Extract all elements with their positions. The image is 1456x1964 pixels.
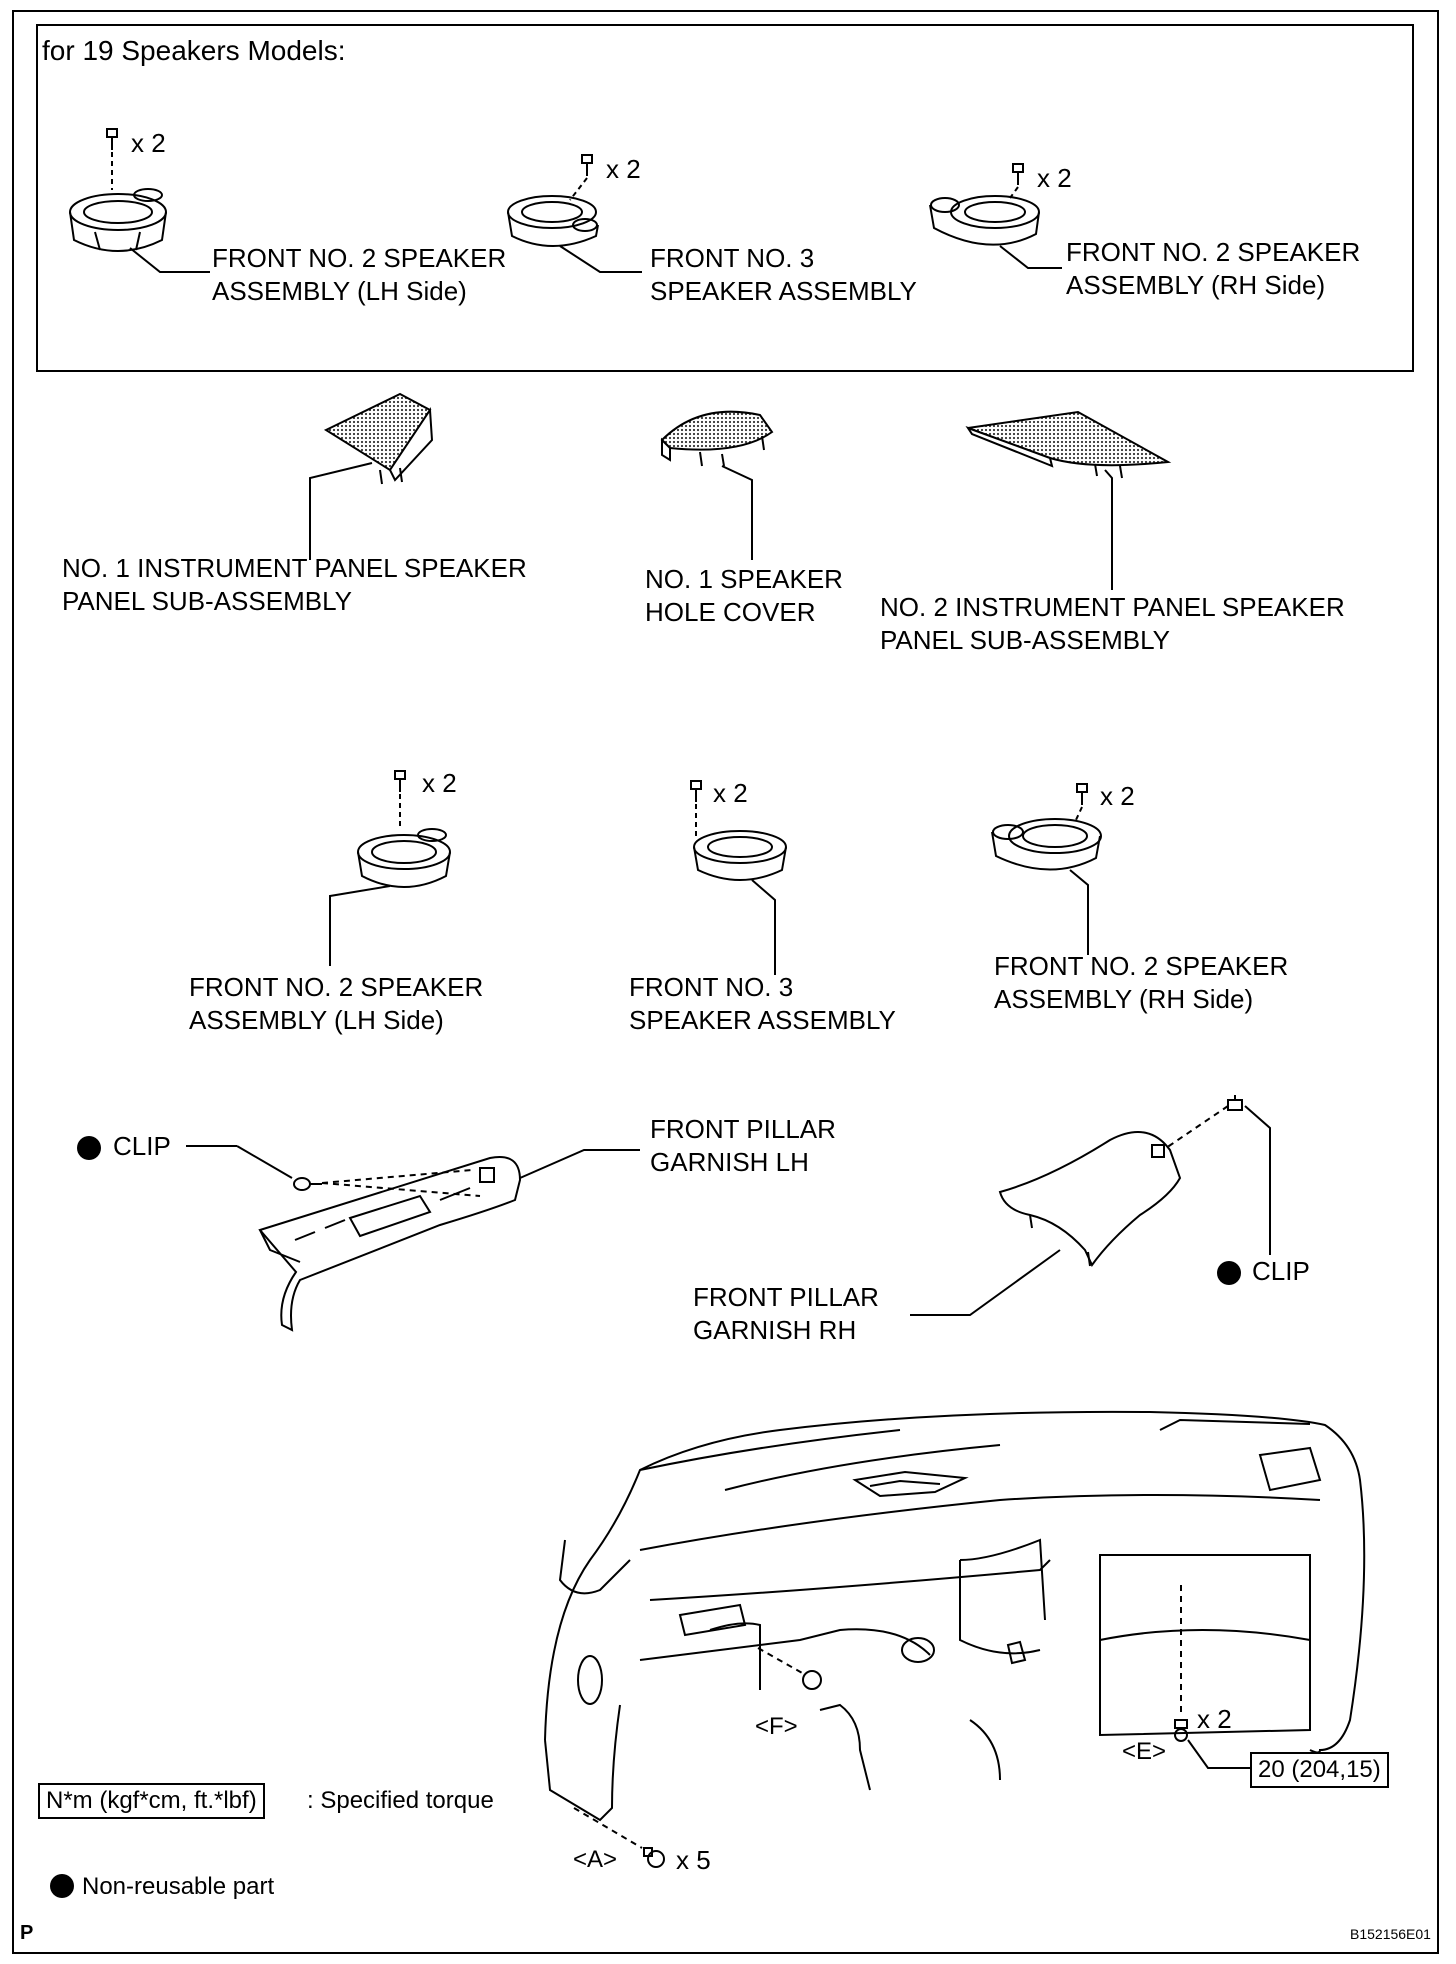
nut-f xyxy=(802,1670,822,1690)
qty-lh-top: x 2 xyxy=(131,128,166,158)
clip-icon xyxy=(293,1177,322,1191)
pillar-lh-drawing xyxy=(186,1145,640,1332)
no2-panel-drawing xyxy=(965,410,1172,590)
nonreusable-dot-clip-rh xyxy=(1217,1261,1241,1285)
label-pillar-rh: FRONT PILLAR GARNISH RH xyxy=(693,1282,879,1345)
hole-cover-drawing xyxy=(660,410,774,560)
speaker-rh-top-drawing xyxy=(929,163,1062,269)
torque-value-box: 20 (204,15) xyxy=(1250,1752,1389,1788)
bolt-icon xyxy=(581,154,593,176)
legend-torque-box: N*m (kgf*cm, ft.*lbf) xyxy=(38,1783,265,1819)
label-clip-lh: CLIP xyxy=(113,1131,171,1161)
no1-panel-drawing xyxy=(309,392,434,560)
bolt-icon xyxy=(106,128,118,150)
label-no2-panel: NO. 2 INSTRUMENT PANEL SPEAKER PANEL SUB… xyxy=(880,592,1345,655)
speaker-lh-top-drawing xyxy=(69,128,210,273)
speaker-center-drawing xyxy=(690,780,787,975)
speaker-rh-drawing xyxy=(991,783,1102,955)
tag-f: <F> xyxy=(755,1713,798,1740)
nonreusable-dot-icon xyxy=(50,1874,74,1898)
bolt-icon xyxy=(1012,163,1024,185)
label-rh-speaker: FRONT NO. 2 SPEAKER ASSEMBLY (RH Side) xyxy=(994,951,1289,1014)
figure-id: B152156E01 xyxy=(1350,1926,1431,1942)
qty-center: x 2 xyxy=(713,778,748,808)
page-mark: P xyxy=(20,1922,34,1944)
label-center-speaker: FRONT NO. 3 SPEAKER ASSEMBLY xyxy=(629,972,896,1035)
label-rh-speaker-top: FRONT NO. 2 SPEAKER ASSEMBLY (RH Side) xyxy=(1066,237,1361,300)
tag-a: <A> xyxy=(573,1846,618,1873)
label-lh-speaker: FRONT NO. 2 SPEAKER ASSEMBLY (LH Side) xyxy=(189,972,484,1035)
clip-icon xyxy=(1227,1095,1243,1111)
instrument-panel-drawing xyxy=(544,1410,1366,1868)
legend-torque-text: : Specified torque xyxy=(307,1787,494,1814)
qty-rh: x 2 xyxy=(1100,781,1135,811)
bolt-icon xyxy=(394,770,406,792)
label-center-speaker-top: FRONT NO. 3 SPEAKER ASSEMBLY xyxy=(650,243,917,306)
page-frame xyxy=(12,10,1439,1954)
bolt-icon xyxy=(690,780,702,802)
qty-center-top: x 2 xyxy=(606,154,641,184)
label-no1-panel: NO. 1 INSTRUMENT PANEL SPEAKER PANEL SUB… xyxy=(62,553,527,616)
label-lh-speaker-top: FRONT NO. 2 SPEAKER ASSEMBLY (LH Side) xyxy=(212,243,507,306)
qty-e: x 2 xyxy=(1197,1704,1232,1734)
tag-e: <E> xyxy=(1122,1738,1167,1765)
qty-a: x 5 xyxy=(676,1845,711,1875)
bolt-icon xyxy=(1076,783,1088,805)
qty-rh-top: x 2 xyxy=(1037,163,1072,193)
qty-lh: x 2 xyxy=(422,768,457,798)
nonreusable-dot-clip-lh xyxy=(77,1136,101,1160)
section-header: for 19 Speakers Models: xyxy=(42,35,346,66)
label-pillar-lh: FRONT PILLAR GARNISH LH xyxy=(650,1114,836,1177)
pillar-rh-drawing xyxy=(910,1095,1271,1316)
19-speaker-models-box xyxy=(36,24,1414,372)
label-hole-cover: NO. 1 SPEAKER HOLE COVER xyxy=(645,564,843,627)
label-clip-rh: CLIP xyxy=(1252,1256,1310,1286)
speaker-lh-drawing xyxy=(329,770,451,966)
bolt-e xyxy=(1174,1719,1188,1742)
speaker-center-top-drawing xyxy=(507,154,642,273)
legend-nonreusable: Non-reusable part xyxy=(50,1870,274,1903)
bolt-a xyxy=(643,1847,665,1868)
